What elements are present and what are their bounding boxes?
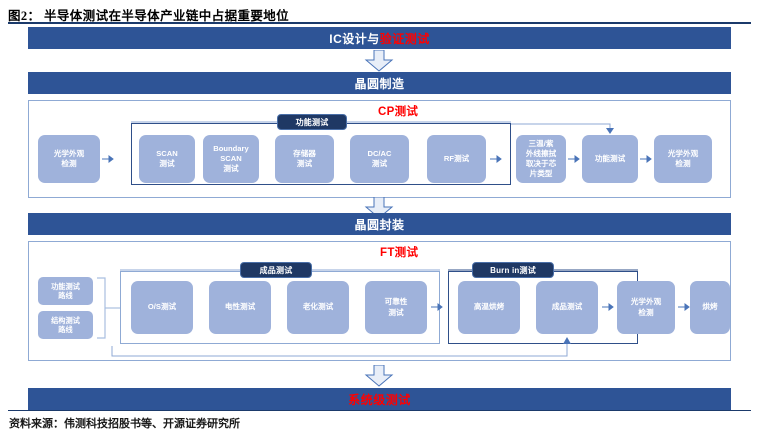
stage-label-wafer-package: 晶圆封装 <box>354 217 405 232</box>
source-note: 资料来源：伟测科技招股书等、开源证券研究所 <box>9 418 240 430</box>
arrow-right-icon-cp-4 <box>640 155 652 163</box>
cp-box-optical-2[interactable]: 光学外观检测 <box>654 135 712 183</box>
title-divider <box>8 22 751 24</box>
stage-bar-wafer-fab: 晶圆制造 <box>28 72 731 94</box>
ft-box-os[interactable]: O/S测试 <box>131 281 193 334</box>
ft-section-title: FT测试 <box>380 247 419 259</box>
cp-box-function[interactable]: 功能测试 <box>582 135 638 183</box>
route-bracket-connector <box>96 277 122 344</box>
ft-box-reliability[interactable]: 可靠性测试 <box>365 281 427 334</box>
ft-box-bake[interactable]: 烘烤 <box>690 281 730 334</box>
ft-box-aging[interactable]: 老化测试 <box>287 281 349 334</box>
arrow-down-icon-1 <box>362 50 396 72</box>
ft-box-high-temp-bake[interactable]: 高温烘烤 <box>458 281 520 334</box>
arrow-right-icon-ft-3 <box>678 303 690 311</box>
cp-box-triple-temp[interactable]: 三温/紫外线擦拭取决于芯片类型 <box>516 135 566 183</box>
ft-product-group-chip: 成品测试 <box>240 262 312 278</box>
arrow-down-icon-2 <box>362 197 396 219</box>
stage-bar-wafer-package: 晶圆封装 <box>28 213 731 235</box>
cp-section-title: CP测试 <box>378 106 419 118</box>
ft-route-function[interactable]: 功能测试路线 <box>38 277 93 305</box>
stage-label-system-test: 系统级测试 <box>348 392 411 407</box>
stage-bar-system-test: 系统级测试 <box>28 388 731 410</box>
arrow-right-icon-cp-2 <box>490 155 502 163</box>
ft-route-structure[interactable]: 结构测试路线 <box>38 311 93 339</box>
ft-box-product-test[interactable]: 成品测试 <box>536 281 598 334</box>
stage-label-red: 验证测试 <box>379 31 430 46</box>
ft-box-optical-3[interactable]: 光学外观检测 <box>617 281 675 334</box>
ft-burnin-group-chip: Burn in测试 <box>472 262 554 278</box>
stage-label-white: IC设计与 <box>329 31 380 46</box>
arrow-right-icon-cp-3 <box>568 155 580 163</box>
stage-label-wafer-fab: 晶圆制造 <box>354 76 405 91</box>
cp-box-memory[interactable]: 存储器测试 <box>275 135 334 183</box>
cp-function-group-chip: 功能测试 <box>277 114 347 130</box>
arrow-right-icon-cp-1 <box>102 155 114 163</box>
arrow-right-icon-ft-1 <box>431 303 443 311</box>
cp-box-rf[interactable]: RF测试 <box>427 135 486 183</box>
stage-bar-ic-design: IC设计与验证测试 <box>28 27 731 49</box>
arrow-down-icon-3 <box>362 365 396 387</box>
arrow-right-icon-ft-2 <box>602 303 614 311</box>
ft-box-electrical[interactable]: 电性测试 <box>209 281 271 334</box>
cp-box-optical-1[interactable]: 光学外观检测 <box>38 135 100 183</box>
page-title: 图2： 半导体测试在半导体产业链中占据重要地位 <box>8 9 290 23</box>
source-divider <box>8 410 751 411</box>
